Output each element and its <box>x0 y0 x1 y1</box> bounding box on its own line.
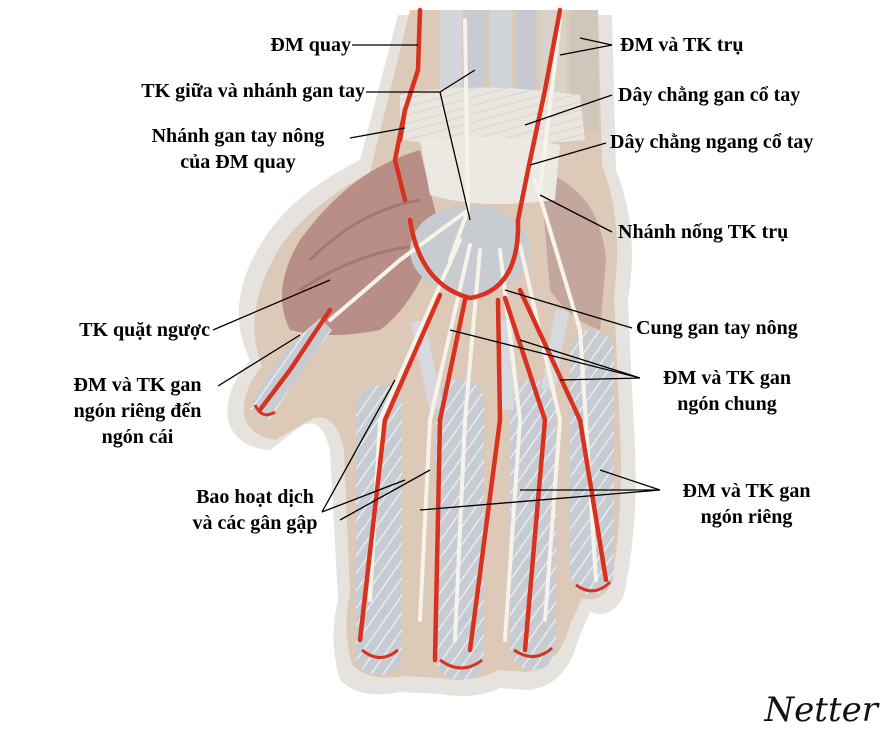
label-common-digital: ĐM và TK gan ngón chung <box>642 365 812 417</box>
label-palmar-carpal-ligament: Dây chằng gan cổ tay <box>618 84 801 106</box>
label-superficial-palmar-branch: Nhánh gan tay nông của ĐM quay <box>126 123 350 175</box>
label-superficial-palmar-branch-line2: của ĐM quay <box>180 151 296 173</box>
thenar-muscles <box>282 150 440 335</box>
label-synovial-sheath-line1: Bao hoạt dịch <box>196 486 314 508</box>
label-thumb-digital-line2: ngón riêng đến <box>73 400 202 422</box>
label-transverse-carpal-ligament: Dây chằng ngang cổ tay <box>610 131 814 153</box>
palmar-carpal-ligament <box>400 87 585 145</box>
label-synovial-sheath: Bao hoạt dịch và các gân gập <box>175 484 335 536</box>
label-recurrent-nerve: TK quặt ngược <box>79 319 210 341</box>
label-thumb-digital-line1: ĐM và TK gan <box>73 374 202 396</box>
label-common-digital-line2: ngón chung <box>677 393 777 415</box>
label-thumb-digital: ĐM và TK gan ngón riêng đến ngón cái <box>50 372 225 450</box>
label-deep-branch-ulnar-nerve: Nhánh nống TK trụ <box>618 221 789 243</box>
arteries <box>257 7 609 663</box>
leader-lines <box>212 37 661 521</box>
artist-signature: Netter <box>764 690 878 730</box>
label-proper-digital-line1: ĐM và TK gan <box>682 480 811 502</box>
label-proper-digital: ĐM và TK gan ngón riêng <box>664 478 829 530</box>
label-thumb-digital-line3: ngón cái <box>101 426 174 448</box>
label-superficial-palmar-arch: Cung gan tay nông <box>636 317 798 339</box>
label-median-nerve-branch: TK giữa và nhánh gan tay <box>141 80 365 102</box>
label-common-digital-line1: ĐM và TK gan <box>663 367 791 389</box>
label-ulnar-artery-nerve: ĐM và TK trụ <box>620 34 744 56</box>
label-proper-digital-line2: ngón riêng <box>700 506 793 528</box>
label-radial-artery: ĐM quay <box>270 34 351 56</box>
label-synovial-sheath-line2: và các gân gập <box>192 512 318 534</box>
hypothenar-muscles <box>540 170 606 330</box>
label-superficial-palmar-branch-line1: Nhánh gan tay nông <box>151 125 325 147</box>
